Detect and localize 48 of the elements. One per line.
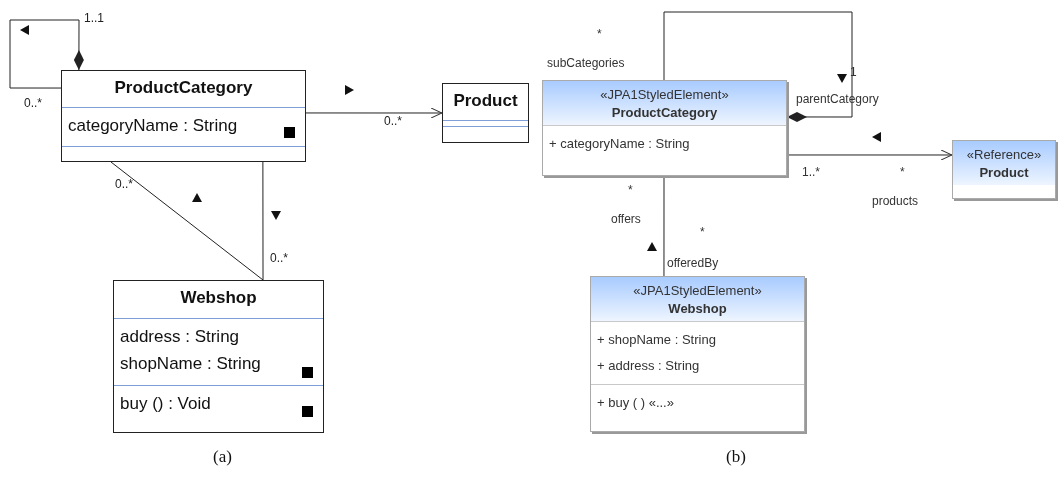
class-name: ProductCategory: [114, 78, 253, 98]
operation: + buy ( ) «...»: [597, 394, 674, 412]
association-label: parentCategory: [796, 93, 879, 105]
association-label: offers: [611, 213, 641, 225]
association-line: [110, 161, 264, 281]
class-box: [952, 140, 1056, 199]
attribute: shopName : String: [120, 353, 261, 375]
association-label: 0..*: [384, 115, 402, 127]
association-label: 1..*: [802, 166, 820, 178]
class-name: Webshop: [180, 288, 257, 308]
caption: (b): [726, 447, 746, 467]
association-label: *: [900, 166, 905, 178]
association-line: [9, 19, 84, 89]
association-label: *: [700, 226, 705, 238]
association-label: 0..*: [24, 97, 42, 109]
class-name: Webshop: [668, 301, 727, 316]
attribute: + categoryName : String: [549, 135, 690, 153]
attribute: + shopName : String: [597, 331, 716, 349]
caption: (a): [213, 447, 232, 467]
stereotype: «Reference»: [966, 147, 1042, 162]
association-line: [305, 107, 443, 119]
attribute: address : String: [120, 326, 240, 348]
attribute: categoryName : String: [68, 115, 238, 137]
association-line: [786, 149, 953, 161]
association-label: 1: [850, 66, 857, 78]
class-box: [113, 280, 324, 433]
attribute: + address : String: [597, 357, 700, 375]
association-label: 1..1: [84, 12, 104, 24]
association-label: *: [597, 28, 602, 40]
class-box: [542, 80, 787, 176]
stereotype: «JPA1StyledElement»: [633, 283, 762, 298]
class-name: Product: [453, 91, 518, 111]
association-label: subCategories: [547, 57, 625, 69]
association-label: *: [628, 184, 633, 196]
class-box: [442, 83, 529, 143]
association-line: [262, 161, 264, 281]
association-label: products: [872, 195, 919, 207]
association-label: 0..*: [270, 252, 288, 264]
class-name: ProductCategory: [611, 105, 718, 120]
operation: buy () : Void: [120, 393, 211, 415]
association-label: offeredBy: [667, 257, 719, 269]
association-label: 0..*: [115, 178, 133, 190]
stereotype: «JPA1StyledElement»: [600, 87, 729, 102]
class-box: [61, 70, 306, 162]
association-line: [663, 11, 853, 122]
class-box: [590, 276, 805, 432]
association-line: [663, 175, 665, 277]
class-name: Product: [979, 165, 1029, 180]
